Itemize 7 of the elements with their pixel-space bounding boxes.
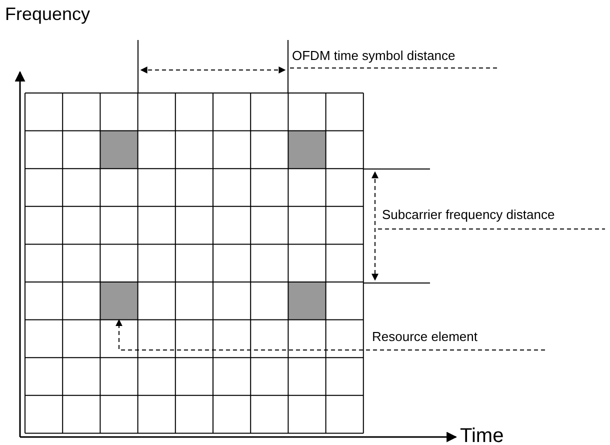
shaded-cell <box>100 282 138 320</box>
callout-label: Resource element <box>372 330 478 345</box>
dimension-label: OFDM time symbol distance <box>292 49 456 64</box>
leader-line <box>116 319 546 350</box>
axis-label: Time <box>460 425 504 445</box>
axis-label: Frequency <box>5 4 90 25</box>
dimension-label: Subcarrier frequency distance <box>382 208 555 223</box>
